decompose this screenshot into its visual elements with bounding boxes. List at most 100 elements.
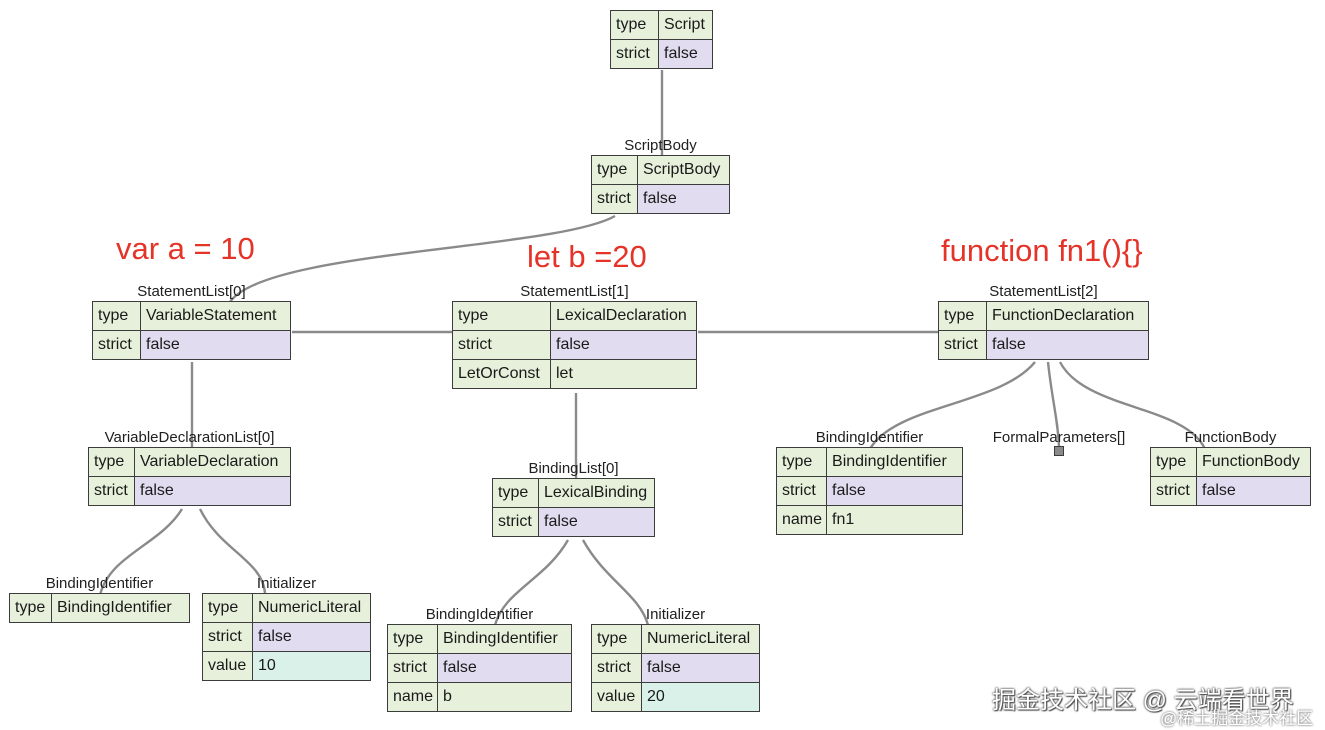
watermark-main: 掘金技术社区 @ 云端看世界	[992, 687, 1294, 714]
key-cell: type	[1150, 447, 1197, 477]
key-cell: strict	[775, 476, 828, 506]
annotation-let-b: let b =20	[527, 239, 647, 274]
value-cell: FunctionDeclaration	[986, 301, 1149, 331]
value-cell: BindingIdentifier	[826, 447, 964, 477]
value-cell: false	[658, 39, 713, 69]
node-title: ScriptBody	[624, 137, 697, 154]
node-title: Initializer	[645, 606, 706, 623]
value-cell: FunctionBody	[1196, 447, 1311, 477]
key-cell: name	[775, 505, 828, 535]
node-title: BindingIdentifier	[45, 575, 154, 592]
annotation-var-a: var a = 10	[116, 231, 255, 266]
edge-bindlist-bindid-b	[493, 539, 570, 626]
value-cell: VariableDeclaration	[134, 447, 291, 477]
node-title: StatementList[1]	[520, 283, 629, 300]
key-cell: type	[88, 447, 135, 477]
key-cell: strict	[591, 653, 642, 683]
key-cell: type	[452, 301, 551, 331]
key-cell: type	[386, 624, 439, 654]
key-cell: type	[938, 301, 987, 331]
value-cell: let	[550, 359, 697, 389]
edge-vardecl-bindid-a	[98, 508, 184, 596]
value-cell: BindingIdentifier	[437, 624, 573, 654]
edge-stmt2-funcbody	[1058, 361, 1207, 450]
edge-bindlist-init-b	[581, 539, 650, 626]
value-cell: false	[550, 330, 697, 360]
key-cell: type	[591, 624, 642, 654]
node-title: VariableDeclarationList[0]	[104, 429, 275, 446]
key-cell: type	[610, 10, 659, 40]
key-cell: strict	[88, 476, 135, 506]
node-title: Initializer	[256, 575, 317, 592]
formal-parameters-port	[1054, 446, 1064, 456]
key-cell: strict	[610, 39, 659, 69]
key-cell: type	[492, 478, 539, 508]
value-cell: false	[252, 622, 371, 652]
value-cell: fn1	[826, 505, 964, 535]
value-cell: false	[637, 184, 730, 214]
key-cell: strict	[591, 184, 638, 214]
value-cell: false	[538, 507, 655, 537]
key-cell: strict	[938, 330, 987, 360]
key-cell: type	[9, 593, 52, 623]
value-cell: false	[641, 653, 760, 683]
key-cell: type	[202, 593, 253, 623]
edge-scriptbody-stmt0	[229, 214, 616, 303]
key-cell: LetOrConst	[452, 359, 551, 389]
node-title: FormalParameters[]	[992, 429, 1126, 446]
node-formal-parameters: FormalParameters[]	[993, 429, 1126, 448]
value-cell: false	[140, 330, 291, 360]
key-cell: strict	[452, 330, 551, 360]
value-cell: b	[437, 682, 573, 712]
edge-stmt2-formalparams	[1046, 361, 1061, 448]
value-cell: LexicalDeclaration	[550, 301, 697, 331]
key-cell: strict	[92, 330, 141, 360]
node-title: BindingIdentifier	[815, 429, 924, 446]
key-cell: strict	[386, 653, 439, 683]
value-cell: false	[1196, 476, 1311, 506]
key-cell: type	[775, 447, 828, 477]
edge-vardecl-init-a	[198, 508, 267, 594]
node-title: StatementList[0]	[137, 283, 246, 300]
value-cell: 20	[641, 682, 760, 712]
value-cell: false	[134, 476, 291, 506]
value-cell: BindingIdentifier	[51, 593, 190, 623]
value-cell: false	[437, 653, 573, 683]
key-cell: strict	[202, 622, 253, 652]
value-cell: VariableStatement	[140, 301, 291, 331]
node-title: BindingList[0]	[528, 460, 619, 477]
key-cell: strict	[492, 507, 539, 537]
value-cell: false	[826, 476, 964, 506]
key-cell: value	[202, 651, 253, 681]
key-cell: type	[92, 301, 141, 331]
key-cell: type	[591, 155, 638, 185]
key-cell: name	[386, 682, 439, 712]
value-cell: 10	[252, 651, 371, 681]
value-cell: LexicalBinding	[538, 478, 655, 508]
value-cell: Script	[658, 10, 713, 40]
value-cell: false	[986, 330, 1149, 360]
node-title: StatementList[2]	[989, 283, 1098, 300]
node-title: BindingIdentifier	[425, 606, 534, 623]
value-cell: NumericLiteral	[641, 624, 760, 654]
value-cell: NumericLiteral	[252, 593, 371, 623]
watermark-sub: @稀土掘金技术社区	[1160, 709, 1314, 728]
value-cell: ScriptBody	[637, 155, 730, 185]
node-title: FunctionBody	[1184, 429, 1277, 446]
annotation-function-fn1: function fn1(){}	[941, 233, 1143, 268]
key-cell: strict	[1150, 476, 1197, 506]
